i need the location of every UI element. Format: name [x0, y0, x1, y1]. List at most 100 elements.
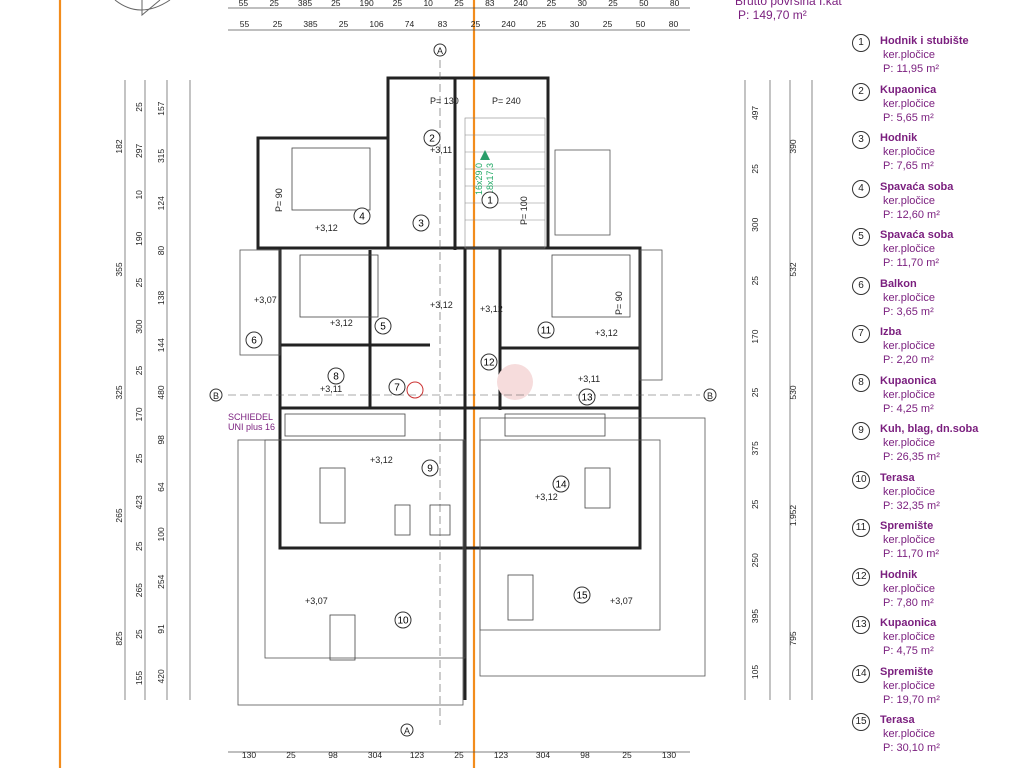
- legend-area: P: 7,65 m²: [883, 160, 934, 172]
- svg-text:3: 3: [418, 219, 424, 230]
- svg-text:9: 9: [427, 464, 433, 475]
- top-dimension-lines: [228, 7, 690, 753]
- svg-text:10: 10: [397, 616, 409, 627]
- dimension-bottom: 123: [494, 750, 508, 760]
- legend-material: ker.pločice: [883, 485, 935, 498]
- legend-material: ker.pločice: [883, 49, 935, 61]
- dimension-left-inner: 138: [156, 291, 166, 305]
- legend-number: 5: [852, 228, 870, 246]
- dimension-left-inner: 124: [156, 196, 166, 210]
- dimension-top-2: 80: [669, 19, 679, 29]
- legend-area: P: 12,60 m²: [883, 208, 940, 221]
- dimension-left-mid: 25: [134, 629, 144, 639]
- dimension-top-1: 55: [239, 0, 249, 8]
- room-number-marker: 9: [421, 459, 439, 477]
- legend-room-name: Spremište: [880, 520, 934, 532]
- dimension-top-2: 106: [369, 19, 383, 29]
- legend-area: P: 11,95 m²: [883, 63, 940, 75]
- dimension-left-mid: 10: [134, 190, 144, 200]
- room-number-marker: 6: [245, 331, 263, 349]
- header-area: P: 149,70 m²: [738, 8, 807, 22]
- dimension-left-outer: 265: [114, 508, 124, 522]
- left-dimension-lines: [124, 80, 813, 700]
- room-number-marker: 12: [480, 353, 498, 371]
- legend-material: ker.pločice: [883, 243, 935, 255]
- legend-area: P: 2,20 m²: [883, 354, 934, 366]
- section-mark-b-right: B: [707, 391, 713, 401]
- legend-number: 7: [852, 325, 870, 343]
- legend-number: 13: [852, 616, 870, 634]
- legend-room-name: Spavaća soba: [880, 180, 954, 193]
- label-p90-left: P= 90: [274, 188, 284, 212]
- legend-area: P: 11,70 m²: [883, 548, 940, 560]
- room-number-marker: 3: [412, 214, 430, 232]
- svg-text:8: 8: [333, 372, 339, 383]
- legend-number: 14: [852, 664, 870, 683]
- label-p130: P= 130: [430, 96, 459, 106]
- dimension-top-1: 83: [485, 0, 495, 8]
- dimension-top-2: 50: [636, 19, 646, 29]
- dimension-left-mid: 25: [134, 102, 144, 112]
- svg-text:2: 2: [429, 134, 435, 145]
- dimension-left-inner: 98: [156, 435, 166, 445]
- room-number-marker: 7: [388, 378, 406, 396]
- dimension-right-outer: 1.952: [788, 505, 798, 527]
- dimension-right-mid: 497: [750, 106, 760, 120]
- legend-area: P: 32,35 m²: [883, 499, 940, 512]
- dimension-left-mid: 25: [134, 541, 144, 551]
- legend-room-name: Hodnik: [880, 568, 918, 581]
- dimension-top-2: 30: [570, 19, 580, 29]
- svg-text:6: 6: [251, 336, 257, 347]
- room-number-marker: 11: [537, 321, 555, 339]
- dimension-left-inner: 100: [156, 527, 166, 541]
- room-number-marker: 8: [327, 367, 345, 385]
- dimension-top-1: 385: [298, 0, 312, 8]
- dimension-bottom: 98: [328, 750, 338, 760]
- dimension-left-mid: 25: [134, 453, 144, 463]
- svg-text:7: 7: [394, 383, 400, 394]
- dimension-top-1: 25: [393, 0, 403, 8]
- dimension-left-inner: 157: [156, 101, 166, 115]
- dimension-right-mid: 375: [750, 441, 760, 455]
- dimension-bottom: 130: [662, 750, 676, 760]
- legend-room-name: Terasa: [880, 714, 915, 726]
- level-room-10: +3,07: [305, 596, 328, 606]
- dimension-left-outer: 182: [114, 139, 124, 153]
- legend-area: P: 26,35 m²: [883, 451, 940, 463]
- legend-number: 3: [852, 131, 870, 149]
- dimension-top-1: 25: [269, 0, 279, 8]
- dimension-top-2: 25: [537, 19, 547, 29]
- legend-material: ker.pločice: [883, 437, 935, 449]
- level-room-11: +3,12: [595, 328, 618, 338]
- level-room-8: +3,11: [320, 384, 342, 394]
- room-number-marker: 10: [394, 611, 412, 629]
- legend-room-name: Kupaonica: [880, 617, 937, 629]
- svg-text:12: 12: [483, 358, 495, 369]
- stair-arrow: [480, 150, 490, 160]
- legend-area: P: 11,70 m²: [883, 257, 940, 269]
- dimension-bottom: 304: [368, 750, 382, 760]
- room-number-marker: 15: [573, 586, 591, 604]
- dimension-top-2: 55: [240, 19, 250, 29]
- legend-material: ker.pločice: [883, 631, 935, 643]
- legend-material: ker.pločice: [883, 194, 935, 207]
- dimension-bottom: 25: [622, 750, 632, 760]
- dimension-top-1: 80: [670, 0, 680, 8]
- dimension-bottom: 304: [536, 750, 550, 760]
- section-mark-a-top: A: [437, 46, 443, 56]
- label-p240: P= 240: [492, 96, 521, 106]
- dimension-right-outer: 795: [788, 631, 798, 645]
- level-room-15: +3,07: [610, 596, 633, 606]
- legend-number: 9: [852, 422, 870, 440]
